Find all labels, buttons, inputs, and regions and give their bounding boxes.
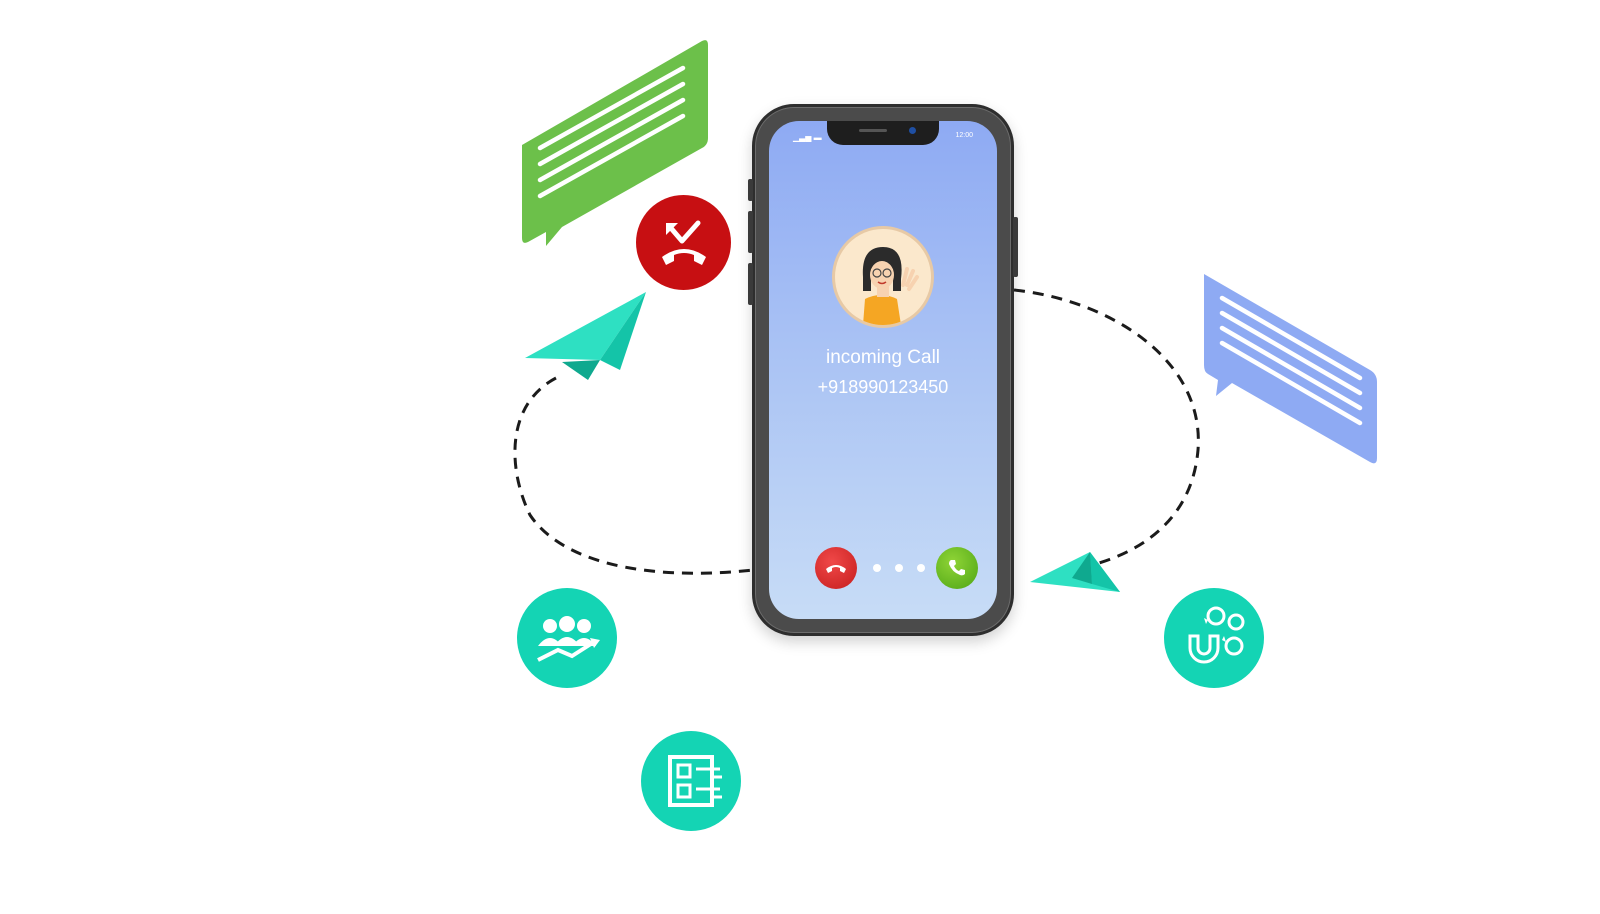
phone-screen: ▁▃▅ ▬ 12:00 incoming Call +918990123450 [769, 121, 997, 619]
signal-icon: ▁▃▅ ▬ [793, 133, 822, 142]
call-title: incoming Call [825, 347, 941, 368]
swipe-dot [895, 564, 903, 572]
swipe-dot [917, 564, 925, 572]
status-time: 12:00 [955, 132, 973, 139]
accept-call-button[interactable] [936, 547, 978, 589]
decline-call-icon [826, 565, 846, 573]
caller-number: +918990123450 [817, 377, 949, 397]
paper-plane-icon [525, 292, 646, 380]
smartphone: ▁▃▅ ▬ 12:00 incoming Call +918990123450 [748, 104, 1018, 636]
dashed-path-right [1013, 288, 1200, 570]
phone-side-button [748, 179, 753, 201]
missed-call-icon [636, 195, 731, 290]
team-growth-icon [517, 588, 617, 688]
green-chat-bubble-icon [522, 40, 708, 246]
phone-side-button [748, 263, 753, 305]
caller-avatar [835, 229, 931, 325]
phone-notch [827, 121, 939, 145]
accept-call-icon [949, 560, 965, 576]
dashed-path-left [513, 376, 755, 575]
phone-side-button [1013, 217, 1018, 277]
blue-chat-bubble-icon [1204, 274, 1377, 464]
phone-side-button [748, 211, 753, 253]
decline-call-button[interactable] [815, 547, 857, 589]
checklist-icon [641, 731, 741, 831]
swipe-dot [873, 564, 881, 572]
paper-plane-icon [1030, 552, 1120, 592]
lead-magnet-icon [1164, 588, 1264, 688]
